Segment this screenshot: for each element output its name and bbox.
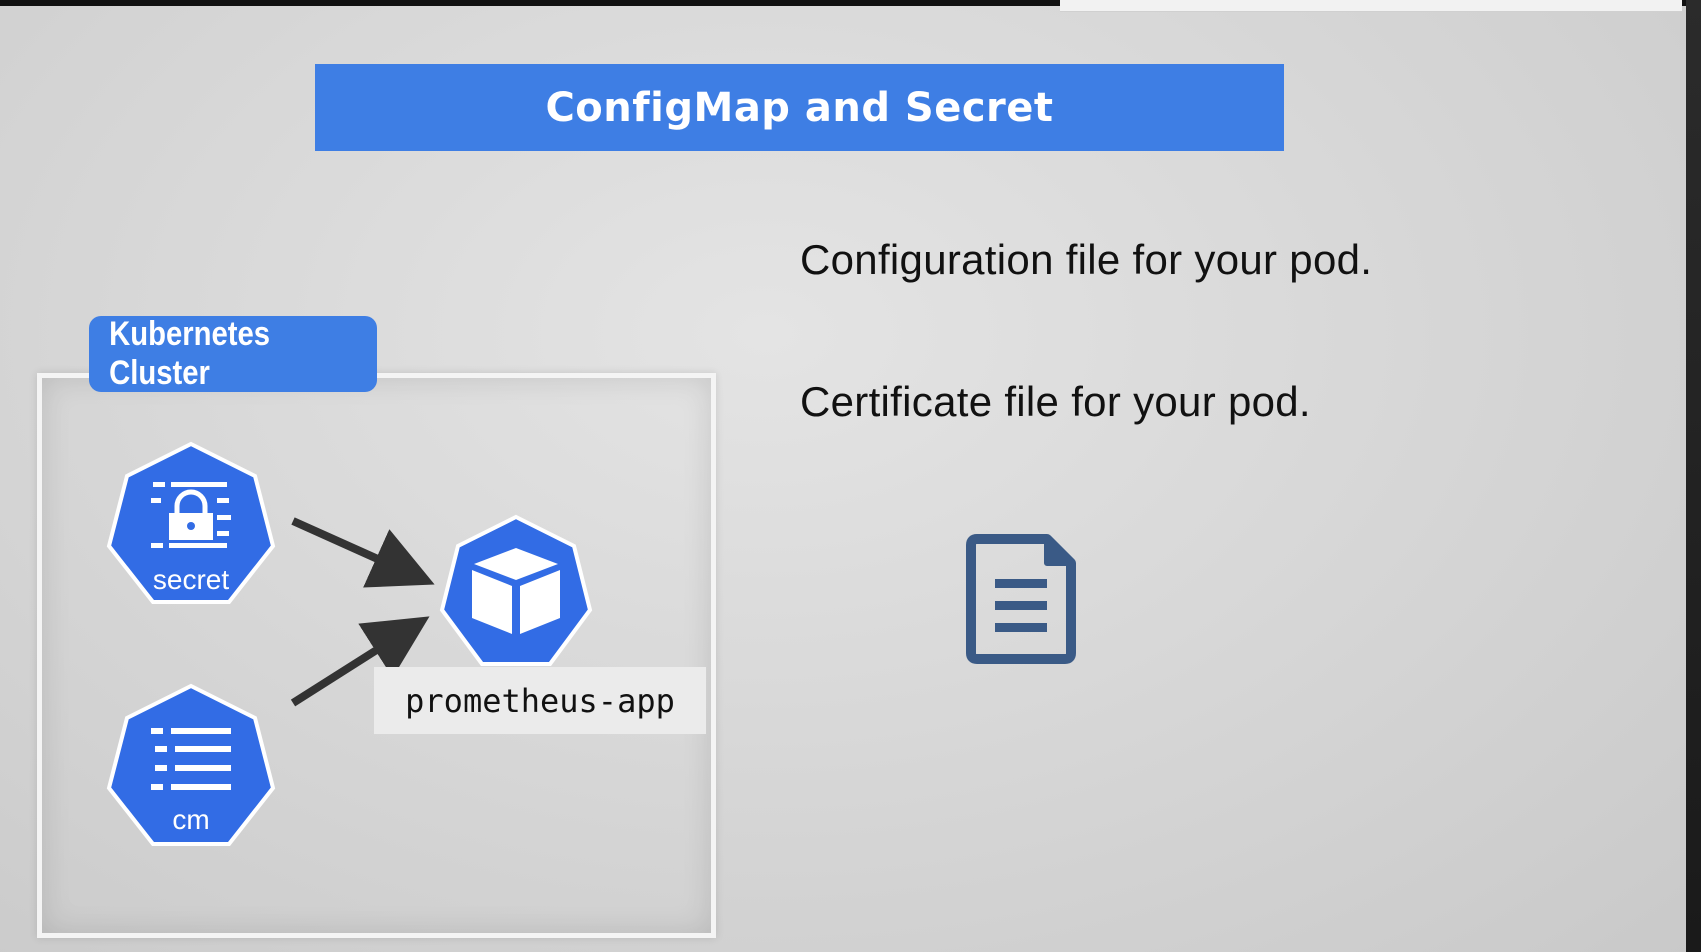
secret-icon [106, 441, 276, 604]
cm-to-pod-arrow [290, 616, 430, 707]
secret-caption: secret [152, 564, 230, 595]
secret-description: Certificate file for your pod. [800, 378, 1311, 425]
cluster-label: Kubernetes Cluster [89, 315, 377, 392]
top-strip [0, 0, 1701, 6]
slide-title: ConfigMap and Secret [545, 84, 1054, 131]
cluster-label-text: Kubernetes Cluster [109, 315, 271, 392]
secret-to-pod-arrow [291, 517, 435, 588]
secret-node: secret [105, 440, 277, 612]
video-overlay-bar [1060, 0, 1682, 12]
pod-label-text: prometheus-app [405, 681, 675, 720]
document-icon [966, 534, 1076, 664]
pod-label: prometheus-app [374, 667, 706, 734]
list-icon [106, 683, 276, 846]
cube-icon [439, 514, 593, 666]
pod-node [438, 514, 594, 670]
configmap-description: Configuration file for your pod. [800, 236, 1373, 283]
slide-title-bar: ConfigMap and Secret [315, 64, 1284, 151]
right-edge-strip [1686, 0, 1701, 952]
configmap-caption: cm [172, 804, 210, 835]
configmap-node: cm [105, 682, 277, 854]
